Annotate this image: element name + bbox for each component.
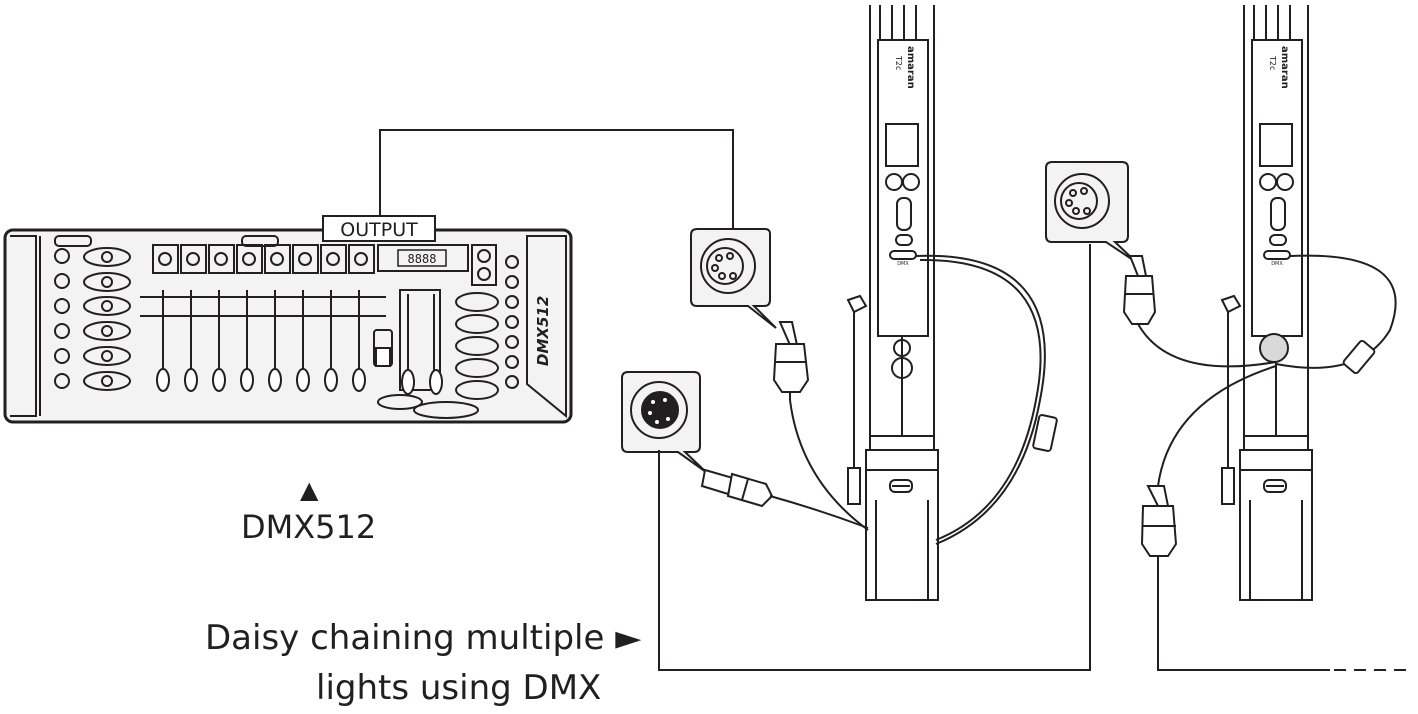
light-1-port-label: DMX	[897, 261, 909, 267]
console-panel-text: DMX512	[534, 296, 552, 366]
output-label: OUTPUT	[322, 215, 436, 242]
light-2-model: T2c	[1268, 55, 1277, 70]
light-2-brand: amaran	[1279, 46, 1290, 89]
light-2-port-label: DMX	[1271, 261, 1283, 267]
xlr-male-callout	[621, 371, 707, 473]
console-left-buttons	[54, 247, 131, 391]
tube-light-1	[769, 5, 1058, 601]
xlr-plug-out-1	[700, 468, 774, 508]
up-arrow-icon: ▲	[300, 476, 319, 504]
console-channel-buttons	[152, 244, 375, 274]
xlr-plug-in-2	[1122, 255, 1157, 325]
xlr-female-callout-2	[1045, 161, 1137, 263]
caption-line-2: lights using DMX	[316, 668, 602, 708]
light-1-brand: amaran	[905, 46, 916, 89]
console-right-buttons	[455, 255, 519, 400]
link-cable	[658, 244, 1091, 671]
tube-light-2	[1137, 5, 1397, 601]
controller-caption: DMX512	[241, 508, 377, 546]
xlr-female-callout	[690, 228, 777, 329]
dmx-console	[3, 228, 573, 424]
xlr-plug-in-1	[772, 321, 810, 400]
xlr-plug-out-2	[1140, 485, 1178, 557]
light-1-model: T2c	[894, 55, 903, 70]
console-faders	[156, 290, 366, 392]
continue-cable	[1157, 556, 1330, 671]
console-display-text: 8888	[408, 252, 437, 266]
caption-line-1: Daisy chaining multiple ►	[205, 618, 642, 658]
output-cable	[379, 129, 734, 230]
